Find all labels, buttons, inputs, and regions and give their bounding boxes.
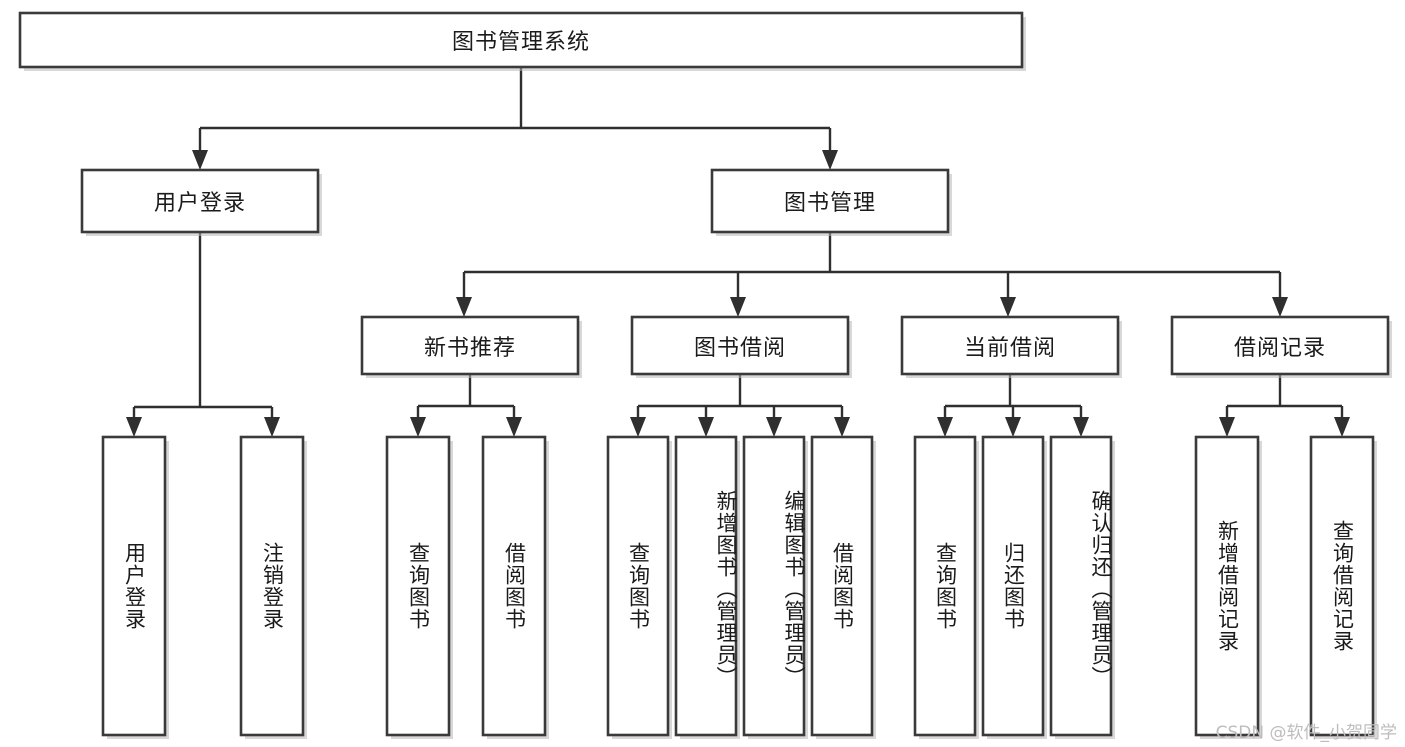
connector-group-borrowrecord <box>1219 374 1350 437</box>
arrowhead-current-borrow <box>1000 297 1016 317</box>
node-bb-borrow-book[interactable] <box>810 435 876 739</box>
arrowhead-user-logout-leaf <box>264 417 280 437</box>
connector-group-userlogin <box>126 232 280 437</box>
node-book-borrow[interactable] <box>630 315 852 378</box>
arrowhead-bb-add-book <box>698 417 714 437</box>
node-cb-query-book[interactable] <box>913 435 979 739</box>
node-bb-edit-book[interactable] <box>742 435 808 739</box>
node-br-query-record[interactable] <box>1309 435 1377 739</box>
node-cb-confirm-return[interactable] <box>1049 435 1115 739</box>
arrowhead-userlogin <box>192 150 208 170</box>
node-root[interactable] <box>18 11 1026 71</box>
connector-group-bookmgmt <box>456 232 1288 317</box>
arrowhead-bookmgmt <box>822 150 838 170</box>
arrowhead-cb-confirm-return <box>1073 417 1089 437</box>
arrowhead-cb-return-book <box>1005 417 1021 437</box>
node-br-add-record[interactable] <box>1194 435 1262 739</box>
arrowhead-bb-query-book <box>630 417 646 437</box>
connector-group-root <box>192 67 838 170</box>
node-new-book-recommend[interactable] <box>360 315 582 378</box>
arrowhead-cb-query-book <box>937 417 953 437</box>
arrowhead-nbr-borrow-book <box>506 417 522 437</box>
arrowhead-bb-borrow-book <box>834 417 850 437</box>
node-user-logout-leaf[interactable] <box>239 435 307 739</box>
node-cb-return-book[interactable] <box>981 435 1047 739</box>
arrowhead-new-book-recommend <box>456 297 472 317</box>
arrowhead-borrow-record <box>1272 297 1288 317</box>
arrowhead-user-login-leaf <box>126 417 142 437</box>
arrowhead-br-query-record <box>1334 417 1350 437</box>
node-bb-query-book[interactable] <box>606 435 672 739</box>
node-current-borrow[interactable] <box>900 315 1122 378</box>
arrowhead-br-add-record <box>1219 417 1235 437</box>
node-borrow-record[interactable] <box>1170 315 1392 378</box>
node-bb-add-book[interactable] <box>674 435 740 739</box>
arrowhead-nbr-query-book <box>410 417 426 437</box>
connector-group-bookborrow <box>630 374 850 437</box>
arrowhead-bb-edit-book <box>766 417 782 437</box>
arrowhead-book-borrow <box>730 297 746 317</box>
connector-group-newbookrec <box>410 374 522 437</box>
node-nbr-query-book[interactable] <box>385 435 453 739</box>
node-user-login-leaf[interactable] <box>101 435 169 739</box>
connector-group-currentborrow <box>937 374 1089 437</box>
node-user-login[interactable] <box>80 168 322 236</box>
node-nbr-borrow-book[interactable] <box>481 435 549 739</box>
node-book-management[interactable] <box>710 168 952 236</box>
watermark-label: CSDN @软件_小贺同学 <box>1215 723 1397 743</box>
